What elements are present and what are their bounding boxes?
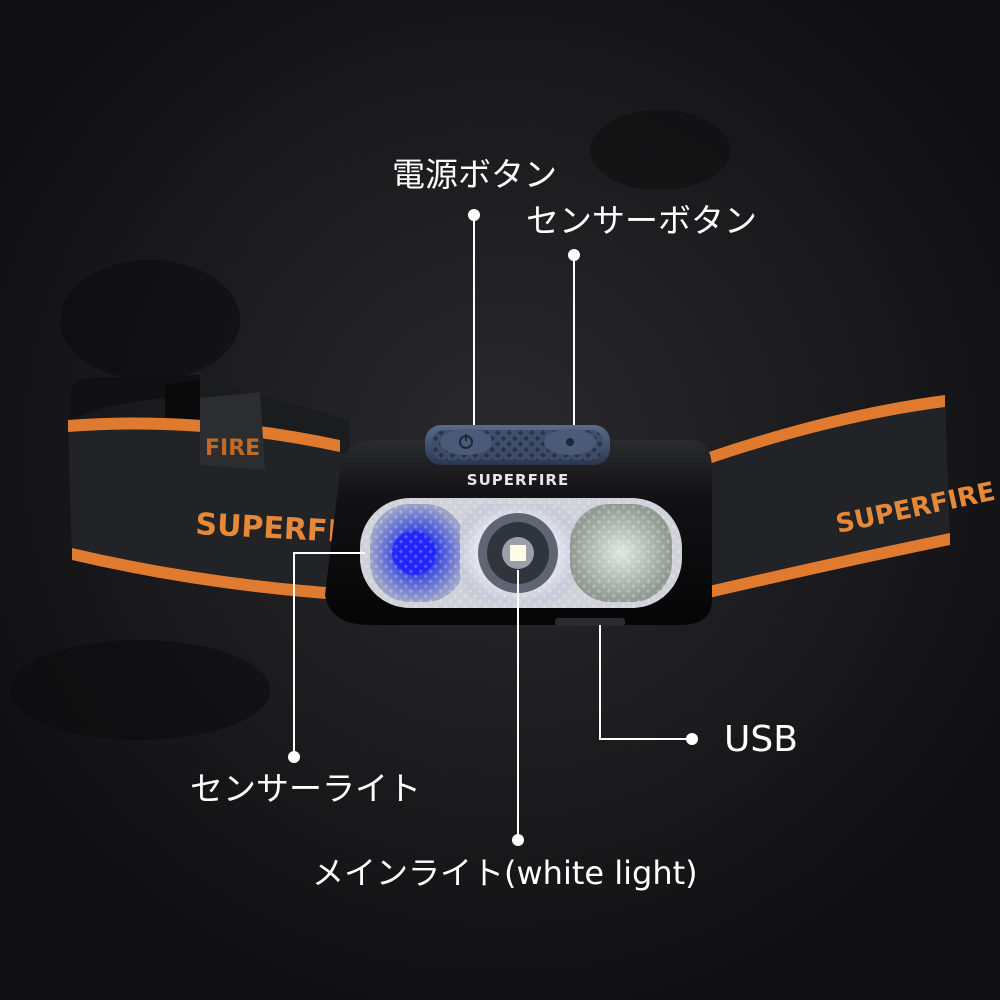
callout-usb: USB [724, 719, 798, 760]
strap-left [68, 417, 340, 600]
callout-dot-usb [686, 733, 698, 745]
strap-loop [200, 392, 265, 470]
usb-port [555, 618, 625, 626]
sensor-button-icon [566, 438, 574, 446]
callout-power-button: 電源ボタン [392, 155, 557, 194]
strap-stripe [72, 548, 340, 600]
callout-line-usb [599, 625, 692, 740]
callout-dot-sensor-light [288, 751, 300, 763]
strap-brand-back: FIRE [205, 436, 260, 461]
strap-stripe [700, 395, 945, 467]
background-shadow [60, 260, 240, 380]
housing-brand: SUPERFIRE [467, 471, 569, 489]
callout-dot-sensor-button [568, 249, 580, 261]
callout-line-sensor-light [293, 552, 365, 757]
callout-sensor-button: センサーボタン [526, 201, 757, 240]
strap-stripe [700, 533, 950, 600]
power-button[interactable] [440, 429, 492, 455]
callout-sensor-light: センサーライト [190, 769, 421, 808]
strap-stripe [68, 417, 340, 452]
background-shadow [590, 110, 730, 190]
main-light-led [510, 545, 526, 561]
callout-dot-power [468, 209, 480, 221]
callout-main-light: メインライト(white light) [312, 854, 698, 892]
background-shadow [10, 640, 270, 740]
callout-dot-main-light [512, 834, 524, 846]
